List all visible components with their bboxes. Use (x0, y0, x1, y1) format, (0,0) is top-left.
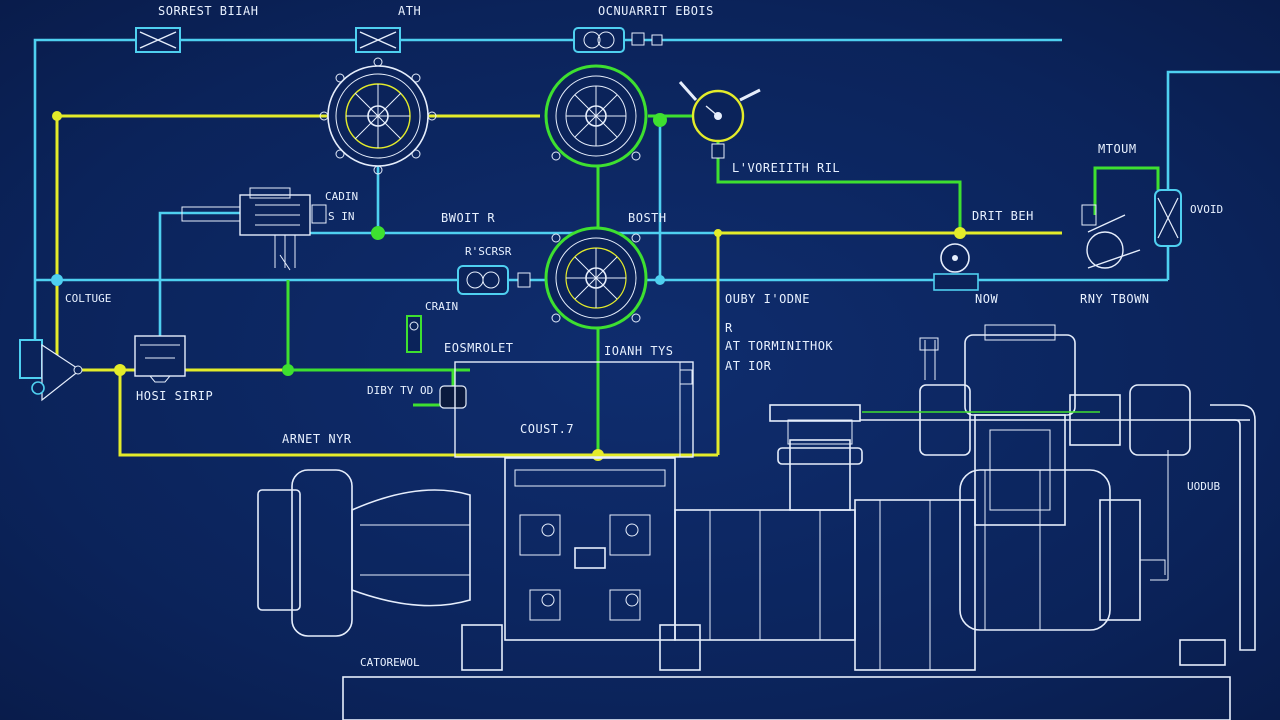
label-diby: DIBY TV OD (367, 384, 433, 397)
control-cabinet (454, 361, 694, 458)
hoist-unit[interactable] (134, 335, 186, 383)
label-rny: RNY TBOWN (1080, 292, 1150, 306)
actuator-icon[interactable] (19, 339, 83, 402)
valve-icon[interactable] (355, 27, 401, 53)
valve-icon[interactable] (135, 27, 181, 53)
label-coust: COUST.7 (520, 422, 574, 436)
label-rtor-b: AT TORMINITHOK (725, 339, 833, 353)
pump-wheel-icon[interactable] (544, 64, 648, 168)
pressure-gauge-icon[interactable] (678, 81, 761, 159)
main-pump-assembly (257, 324, 1256, 720)
label-drit-beh: DRIT BEH (972, 209, 1034, 223)
label-crain: CRAIN (425, 300, 458, 313)
label-top-right: OCNUARRIT EBOIS (598, 4, 714, 18)
valve-icon[interactable] (573, 27, 663, 53)
label-rtor-c: AT IOR (725, 359, 772, 373)
label-uodub: UODUB (1187, 480, 1220, 493)
pump-wheel-icon[interactable] (319, 57, 437, 175)
valve-icon[interactable] (457, 265, 531, 295)
label-lvalve: L'VOREIITH RIL (732, 161, 840, 175)
label-hoist: HOSI SIRIP (136, 389, 213, 403)
label-arcrsn: R'SCRSR (465, 245, 512, 258)
label-cadin-sub: S IN (328, 210, 355, 223)
label-ouby: OUBY I'ODNE (725, 292, 810, 306)
label-ovoid: OVOID (1190, 203, 1223, 216)
label-eosmrol: EOSMROLET (444, 341, 514, 355)
label-bosth: BOSTH (628, 211, 667, 225)
label-coltug: COLTUGE (65, 292, 111, 305)
label-bottom: CATOREWOL (360, 656, 420, 669)
diagram-labels: SORREST BIIAH ATH OCNUARRIT EBOIS CADIN … (65, 4, 1223, 669)
label-top-left: SORREST BIIAH (158, 4, 258, 18)
pump-wheel-icon[interactable] (544, 226, 648, 330)
valve-icon[interactable] (439, 385, 467, 409)
label-bwoit: BWOIT R (441, 211, 495, 225)
label-rtor-a: R (725, 321, 733, 335)
label-armet: ARNET NYR (282, 432, 352, 446)
motor-icon[interactable] (181, 187, 327, 271)
label-cadin: CADIN (325, 190, 358, 203)
label-mtom: MTOUM (1098, 142, 1137, 156)
label-top-mid: ATH (398, 4, 421, 18)
label-ioanaty: IOANH TYS (604, 344, 674, 358)
valve-icon[interactable] (406, 315, 422, 353)
actuator-icon[interactable] (1081, 189, 1182, 269)
pressure-gauge-icon[interactable] (933, 243, 979, 291)
cyan-pipe-network (33, 38, 1280, 345)
label-now: NOW (975, 292, 998, 306)
